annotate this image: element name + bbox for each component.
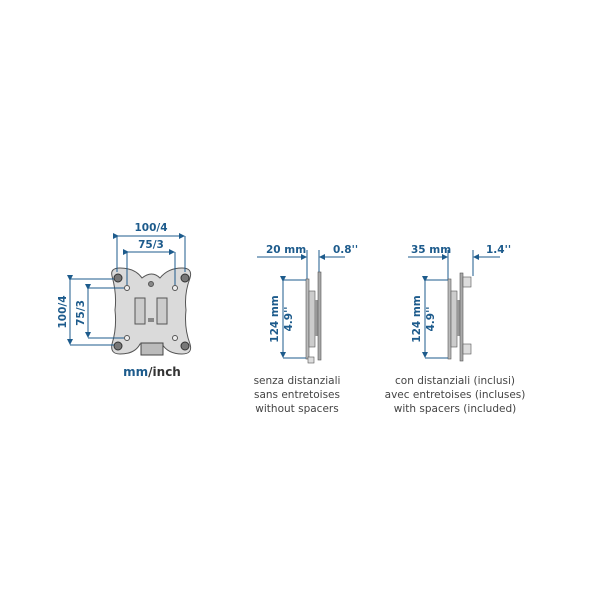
caption-line-fr: sans entretoises [254,389,340,401]
caption-line-en: with spacers (included) [394,403,516,415]
unit-inch: /inch [148,365,181,379]
side-view-without-spacers: 20 mm 0.8'' 124 mm 4.9'' senza distanzia… [254,244,358,415]
caption-line-en: without spacers [255,403,338,415]
height-mm-label: 124 mm [269,295,281,343]
height-outer-label: 100/4 [57,295,69,328]
depth-mm-label: 35 mm [411,244,451,256]
unit-mm: mm [123,365,148,379]
depth-inch-label: 0.8'' [333,244,358,256]
side-view-with-spacers: 35 mm 1.4'' 124 mm 4.9'' con distanziali… [385,244,526,415]
bracket-side-with-spacers [447,272,472,362]
depth-mm-label: 20 mm [266,244,306,256]
caption-line-fr: avec entretoises (incluses) [385,389,526,401]
bracket-side [305,271,322,364]
width-inner-label: 75/3 [138,239,164,251]
depth-inch-label: 1.4'' [486,244,511,256]
height-inch-label: 4.9'' [283,306,295,331]
height-mm-label: 124 mm [411,295,423,343]
caption-line-it: con distanziali (inclusi) [395,375,515,387]
height-inner-label: 75/3 [75,300,87,326]
units-label: mm/inch [123,365,181,379]
front-view: 100/4 75/3 100/4 75/3 mm/inch [57,222,192,379]
width-outer-label: 100/4 [134,222,167,234]
bracket-plate-front [111,267,192,356]
height-inch-label: 4.9'' [425,306,437,331]
caption-line-it: senza distanziali [254,375,341,387]
